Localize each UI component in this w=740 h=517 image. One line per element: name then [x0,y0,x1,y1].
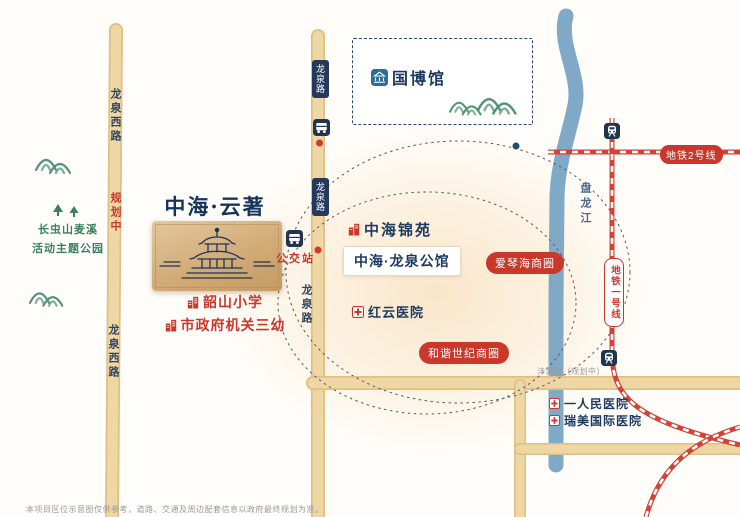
red-cross-icon [549,398,560,409]
park-name-line1: 长虫山麦溪 [38,224,98,236]
building-icon [348,223,360,236]
label-shaoshan-school: 韶山小学 [150,292,300,312]
first-people-hospital-label: 一人民医院 [564,397,630,411]
guobo-hall-row: 国博馆 [371,65,446,89]
red-cross-icon [352,305,364,318]
tree-icon [50,203,84,224]
label-ruimei-hospital: 瑞美国际医院 [549,412,642,429]
hongyun-label: 红云医院 [368,305,425,320]
badge-hexie-circle: 和谐世纪商圈 [419,342,509,364]
guobo-hall-label: 国博馆 [392,71,447,88]
road-name-fengyuan: 沣源路（规划中） [537,367,605,376]
label-zhonghai-jinyuan: 中海锦苑 [348,219,432,240]
school-building-icon [187,296,199,308]
page-title: 中海·云著 [164,194,266,219]
kindergarten-label: 市政府机关三幼 [180,317,286,333]
metro-icon [604,123,620,144]
label-first-people-hospital: 一人民医院 [549,395,629,412]
badge-aiqinhai-circle: 爱琴海商圈 [486,252,564,274]
road-sign-longquan: 龙泉路 [312,60,329,98]
road-longquan-west [105,23,123,517]
river-name-label: 盘龙江 [579,182,591,227]
red-cross-icon [549,415,560,426]
label-hongyun-hospital: 红云医院 [352,302,424,321]
project-marker [152,221,282,291]
road-sign-longquan: 龙泉路 [312,178,329,216]
ruimei-hospital-label: 瑞美国际医院 [564,414,643,428]
bus-icon [313,119,330,141]
area-glow [223,130,647,454]
building-illustration-icon [155,224,279,288]
coverage-ellipses [277,140,631,415]
river-panlong [548,8,584,473]
road-name-longquan: 龙泉路 [300,284,312,326]
mountain-icon [449,97,517,116]
school-building-icon [165,319,176,331]
road-name-longquanxi: 龙泉西路 [107,324,119,380]
badge-metro-line2: 地铁2号线 [660,145,723,164]
bus-stop-dot [314,246,322,254]
museum-icon [371,68,388,86]
badge-metro-line1: 地铁一号线 [604,258,624,327]
bus-icon [286,230,303,252]
bus-stop-dot [316,139,323,147]
park-name-line2: 活动主题公园 [32,242,104,255]
guobo-hall-box: 国博馆 [352,38,533,125]
label-park: 长虫山麦溪 活动主题公园 [18,221,118,258]
metro-icon [601,350,617,371]
station-dot [512,142,520,150]
disclaimer-text: 本项目区位示意图仅供参考，道路、交通及周边配套信息以政府最终规划为准。 [26,505,324,514]
roads [105,23,740,517]
label-longquan-mansion: 中海·龙泉公馆 [343,246,461,276]
road-name-longquanxi: 龙泉西路 [109,88,121,144]
jinyuan-label: 中海锦苑 [364,222,433,239]
label-gov-kindergarten: 市政府机关三幼 [140,315,310,335]
road-planning-note: 规划中 [109,192,121,234]
bus-station-label: 公交站 [276,253,315,265]
school-label: 韶山小学 [203,294,263,310]
